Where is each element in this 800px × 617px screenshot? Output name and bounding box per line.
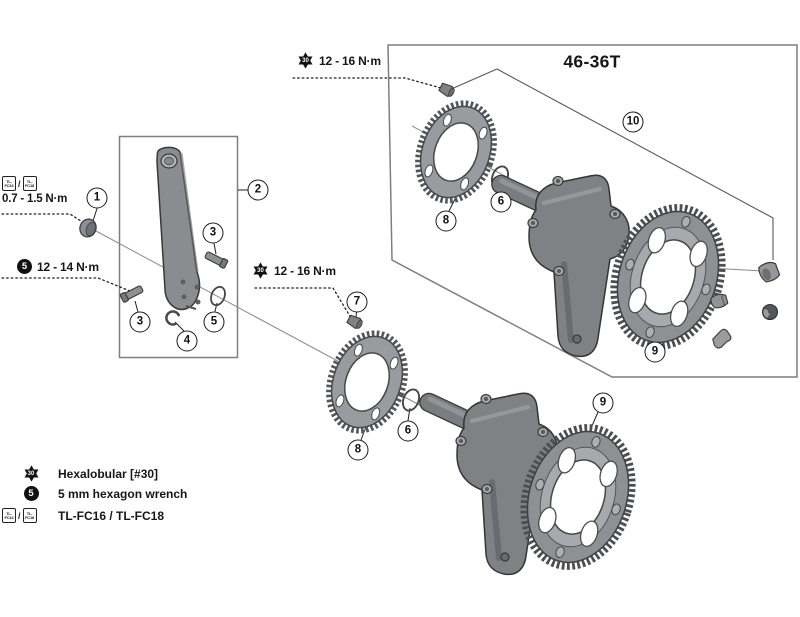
group-title: 46-36T — [563, 51, 621, 72]
stopper-plate-4 — [165, 310, 180, 326]
tl-fc16-fc18-icon: TL-FC16 / TL-FC18 — [2, 508, 37, 523]
hex-wrench-5-icon: 5 — [23, 486, 39, 501]
callout-10: 10 — [622, 111, 644, 133]
pinch-bolt-left — [119, 283, 145, 304]
callout-6-upper: 6 — [490, 191, 512, 213]
callout-9-lower: 9 — [592, 392, 614, 414]
hexalobular-30-icon: 30 — [252, 262, 269, 279]
callout-2: 2 — [247, 179, 269, 201]
hex-wrench-5-icon: 5 — [17, 259, 32, 274]
torque-label-left-arm-bolts: 5 12 - 14 N·m — [17, 259, 99, 274]
left-crank-group-box — [118, 135, 239, 359]
o-ring-6-lower — [401, 388, 421, 412]
torque-value: 12 - 14 N·m — [37, 259, 99, 274]
torque-value: 12 - 16 N·m — [274, 263, 336, 278]
chainring-36t-upper — [405, 93, 507, 212]
legend-row-hexalobular: 30 Hexalobular [#30] — [12, 465, 158, 482]
tool-a-text: TL- — [6, 178, 12, 184]
callout-5: 5 — [203, 311, 225, 333]
chainring-bolt-7 — [345, 313, 365, 331]
chainring-set-group-box — [387, 44, 798, 378]
torque-leader-lines — [1, 77, 442, 319]
hexalobular-30-icon: 30 — [297, 52, 314, 69]
legend-label: 5 mm hexagon wrench — [58, 486, 188, 501]
crank-cap-1 — [79, 218, 97, 238]
torque-value: 12 - 16 N·m — [319, 53, 381, 68]
spare-wedge-part — [712, 328, 732, 349]
hexalobular-30-icon: 30 — [23, 465, 40, 482]
torque-value: 0.7 - 1.5 N·m — [2, 193, 68, 205]
torque-label-chainring-bolt-upper: 30 12 - 16 N·m — [297, 52, 381, 69]
o-ring-5 — [210, 285, 226, 307]
chainring-bolt-upper — [437, 81, 457, 99]
callout-10-bracket-line — [448, 68, 774, 260]
tl-fc16-fc18-icon: TL-FC16 / TL-FC18 — [2, 176, 37, 191]
crank-cap-upper — [758, 261, 781, 283]
callout-3-top: 3 — [202, 222, 224, 244]
callout-8-upper: 8 — [435, 210, 457, 232]
callout-8-lower: 8 — [347, 439, 369, 461]
callout-9-upper: 9 — [644, 341, 666, 363]
torque-label-chainring-bolt-lower: 30 12 - 16 N·m — [252, 262, 336, 279]
callout-7: 7 — [346, 291, 368, 313]
legend-row-hex-wrench: 5 5 mm hexagon wrench — [12, 486, 187, 501]
callout-1: 1 — [86, 187, 108, 209]
spare-plug-part — [710, 293, 729, 309]
tool-b-text: TL- — [26, 178, 33, 184]
callout-3-left: 3 — [129, 311, 151, 333]
legend-label: Hexalobular [#30] — [58, 466, 159, 481]
callout-4: 4 — [176, 330, 198, 352]
callout-6-lower: 6 — [397, 420, 419, 442]
left-crank-arm — [156, 146, 201, 311]
torque-label-crank-cap: TL-FC16 / TL-FC18 0.7 - 1.5 N·m — [2, 176, 67, 205]
spare-cap-dark-part — [761, 303, 779, 321]
legend-label: TL-FC16 / TL-FC18 — [58, 508, 165, 523]
legend-row-tools: TL-FC16 / TL-FC18 TL-FC16 / TL-FC18 — [2, 508, 164, 523]
